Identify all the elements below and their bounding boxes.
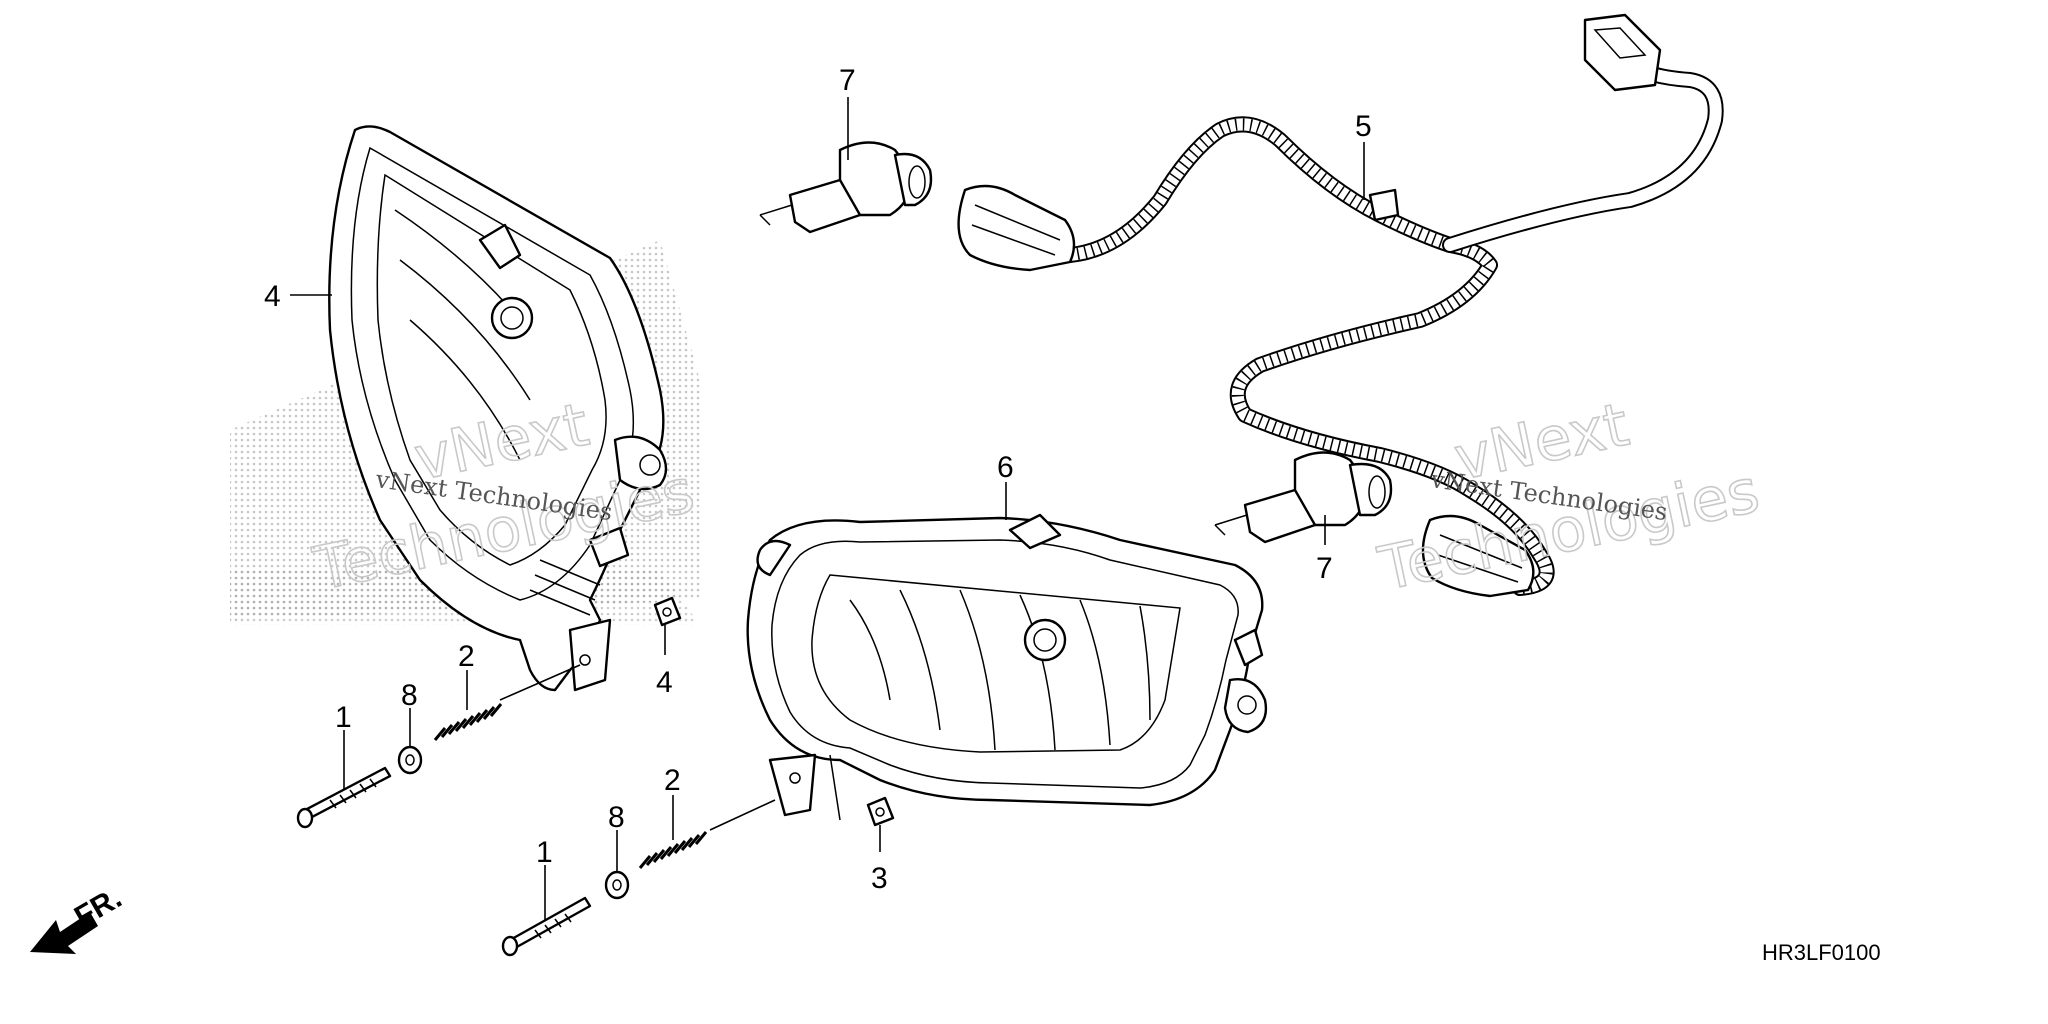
spring-center	[638, 831, 708, 869]
callout-2-center: 2	[664, 764, 681, 797]
callout-4-center: 3	[871, 862, 888, 895]
headlight-center-unit	[746, 513, 1268, 821]
callout-7-lower: 7	[1316, 552, 1333, 585]
bulb-upper	[759, 141, 933, 234]
callout-3: 4	[264, 280, 281, 313]
watermark-right: vNext Technologies vNext Technologies	[1372, 389, 1766, 606]
callout-4-left: 4	[656, 666, 673, 699]
washer-left	[397, 745, 423, 775]
screw-center	[501, 896, 592, 957]
front-arrow: FR.	[30, 881, 127, 954]
callout-8-center: 8	[608, 801, 625, 834]
washer-center	[604, 870, 630, 900]
callout-6: 6	[997, 451, 1014, 484]
screw-left	[296, 766, 392, 829]
leader-lines	[290, 97, 1365, 920]
callout-2-left: 2	[458, 640, 475, 673]
callout-1-center: 1	[536, 836, 553, 869]
callout-7-upper: 7	[839, 64, 856, 97]
nut-center	[866, 796, 895, 827]
callout-1-left: 1	[335, 701, 352, 734]
callout-5: 5	[1355, 110, 1372, 143]
bulb-lower	[1214, 451, 1393, 544]
wire-harness	[957, 13, 1724, 598]
nut-left	[653, 596, 682, 627]
callouts: 4 1 8 2 4 1 8 2 3 6 7 5 7	[264, 64, 1372, 895]
diagram-code: HR3LF0100	[1762, 940, 1881, 965]
spring-left	[433, 703, 503, 741]
callout-8-left: 8	[401, 679, 418, 712]
